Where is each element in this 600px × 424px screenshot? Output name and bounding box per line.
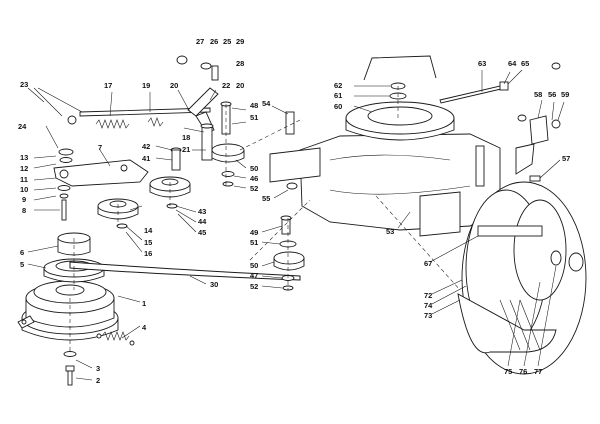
callout-13: 13 — [20, 153, 28, 162]
pivot-stack — [57, 148, 74, 221]
bypass-rod — [439, 81, 509, 104]
callout-20-upper: 20 — [170, 81, 178, 90]
small-hardware — [285, 62, 561, 190]
tension-arm — [53, 159, 149, 187]
callout-47: 47 — [250, 271, 258, 280]
callout-11: 11 — [20, 175, 28, 184]
clutch-bolt — [63, 351, 77, 386]
callout-48: 48 — [250, 101, 258, 110]
assembly-centerlines — [69, 86, 461, 352]
upper-linkage — [176, 55, 219, 133]
pulley-stack-upper — [211, 101, 245, 187]
callout-4: 4 — [142, 323, 147, 332]
leader-lines — [27, 69, 565, 381]
clutch-spring — [96, 331, 135, 346]
callout-73: 73 — [424, 311, 432, 320]
callout-6: 6 — [20, 248, 24, 257]
callout-7: 7 — [98, 143, 102, 152]
callout-50-lower: 50 — [250, 261, 258, 270]
control-rod — [67, 107, 211, 129]
callout-77: 77 — [534, 367, 542, 376]
drive-belt — [69, 261, 301, 281]
callout-10: 10 — [20, 185, 28, 194]
callout-64: 64 — [508, 59, 517, 68]
callout-65: 65 — [521, 59, 529, 68]
callout-23: 23 — [20, 80, 28, 89]
transaxle-housing — [269, 133, 501, 237]
callout-46: 46 — [250, 174, 258, 183]
callout-51-lower: 51 — [250, 238, 258, 247]
callout-5: 5 — [20, 260, 24, 269]
callout-25: 25 — [223, 37, 231, 46]
callout-16: 16 — [144, 249, 152, 258]
callout-54: 54 — [262, 99, 271, 108]
callout-52-lower: 52 — [250, 282, 258, 291]
callout-8: 8 — [22, 206, 26, 215]
callout-55: 55 — [262, 194, 270, 203]
callout-17: 17 — [104, 81, 112, 90]
callout-20-right: 20 — [236, 81, 244, 90]
callout-49: 49 — [250, 228, 258, 237]
callout-67: 67 — [424, 259, 432, 268]
rear-wheel — [457, 181, 587, 375]
callout-59: 59 — [561, 90, 569, 99]
callout-28: 28 — [236, 59, 244, 68]
callout-2: 2 — [96, 376, 100, 385]
callout-58: 58 — [534, 90, 542, 99]
callout-43: 43 — [198, 207, 206, 216]
callout-75: 75 — [504, 367, 512, 376]
callout-26: 26 — [210, 37, 218, 46]
callout-72: 72 — [424, 291, 432, 300]
callout-51-upper: 51 — [250, 113, 258, 122]
callout-62: 62 — [334, 81, 342, 90]
transaxle-pulley — [345, 55, 455, 141]
callout-9: 9 — [22, 195, 26, 204]
callout-60: 60 — [334, 102, 342, 111]
callout-labels: 23 17 19 20 27 26 25 29 28 22 20 24 13 1… — [18, 37, 570, 385]
callout-52-upper: 52 — [250, 184, 258, 193]
callout-15: 15 — [144, 238, 152, 247]
lever-bracket — [515, 114, 561, 182]
callout-45: 45 — [198, 228, 206, 237]
callout-27: 27 — [196, 37, 204, 46]
callout-18: 18 — [182, 133, 190, 142]
callout-50-upper: 50 — [250, 164, 258, 173]
callout-3: 3 — [96, 364, 100, 373]
callout-44: 44 — [198, 217, 207, 226]
callout-57: 57 — [562, 154, 570, 163]
callout-12: 12 — [20, 164, 28, 173]
callout-30: 30 — [210, 280, 218, 289]
callout-61: 61 — [334, 91, 342, 100]
callout-29: 29 — [236, 37, 244, 46]
callout-14: 14 — [144, 226, 153, 235]
callout-24: 24 — [18, 122, 27, 131]
callout-21: 21 — [182, 145, 190, 154]
callout-1: 1 — [142, 299, 146, 308]
callout-41: 41 — [142, 154, 150, 163]
spindle — [170, 123, 214, 171]
callout-63: 63 — [478, 59, 486, 68]
callout-42: 42 — [142, 142, 150, 151]
callout-56: 56 — [548, 90, 556, 99]
callout-22: 22 — [222, 81, 230, 90]
callout-53: 53 — [386, 227, 394, 236]
electric-clutch — [17, 280, 119, 341]
callout-76: 76 — [519, 367, 527, 376]
callout-74: 74 — [424, 301, 433, 310]
callout-19: 19 — [142, 81, 150, 90]
